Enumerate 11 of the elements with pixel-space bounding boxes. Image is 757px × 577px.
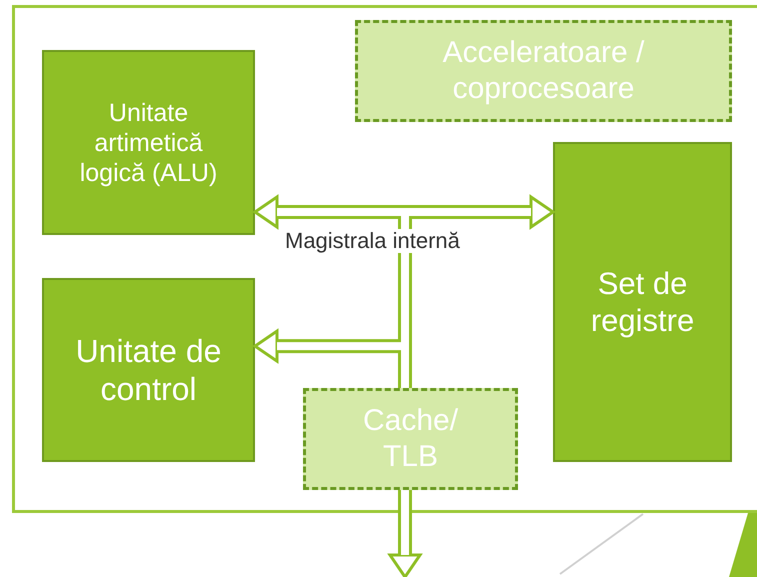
unit-box [42, 278, 255, 462]
unit-label: Unitate artimetică logică (ALU) [78, 98, 218, 188]
unit-label: Set de registre [590, 264, 696, 340]
container-box [12, 5, 757, 513]
unit-box [42, 50, 255, 235]
dashed-box [303, 388, 518, 490]
unit-label: Cache/ TLB [362, 403, 460, 475]
unit-label: Acceleratoare / coprocesoare [442, 35, 646, 107]
dashed-box [355, 20, 732, 122]
unit-box [553, 142, 732, 462]
unit-label: Unitate de control [74, 332, 222, 408]
